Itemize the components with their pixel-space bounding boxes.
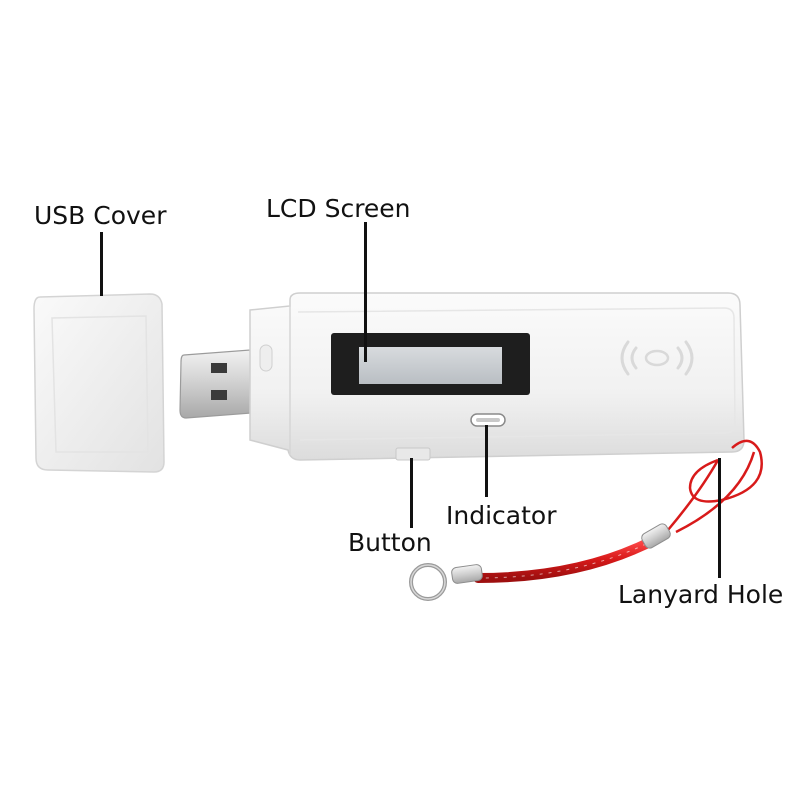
indicator-leader	[485, 425, 488, 497]
lanyard-hole-label: Lanyard Hole	[618, 580, 784, 609]
indicator-led	[470, 413, 506, 427]
usb-cover	[33, 293, 165, 473]
lanyard-hole-leader	[718, 458, 721, 578]
lcd-screen-label: LCD Screen	[266, 194, 411, 223]
side-button	[395, 447, 431, 461]
lanyard	[409, 439, 763, 601]
usb-connector	[179, 349, 253, 419]
nfc-wireless-icon	[620, 340, 694, 376]
button-label: Button	[348, 528, 432, 557]
button-leader	[410, 458, 413, 528]
lcd-screen	[331, 333, 530, 395]
usb-cover-leader	[100, 232, 103, 296]
lcd-screen-leader	[364, 222, 367, 362]
usb-cover-label: USB Cover	[34, 201, 167, 230]
indicator-label: Indicator	[446, 501, 557, 530]
